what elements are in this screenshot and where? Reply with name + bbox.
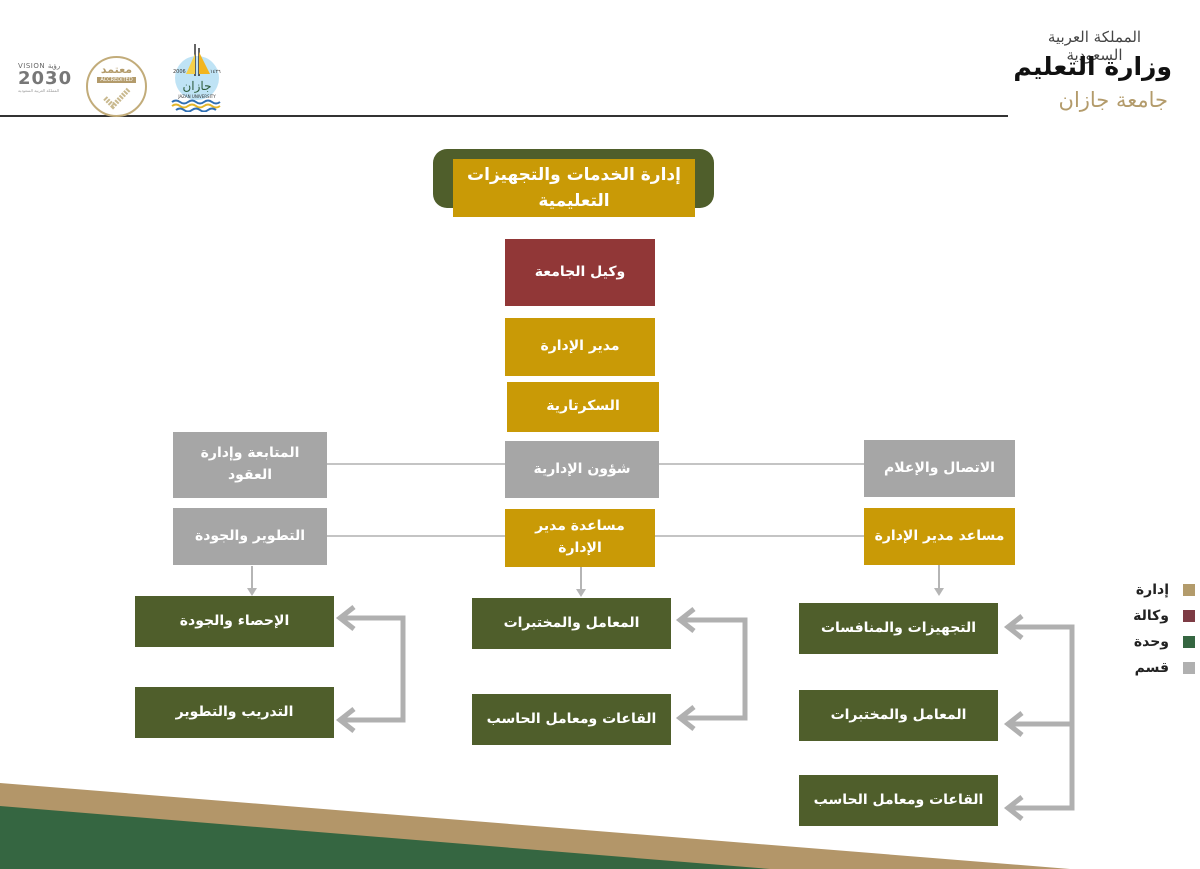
legend: إدارة وكالة وحدة قسم xyxy=(1115,577,1195,681)
vision-logo-number: 2030 xyxy=(18,68,73,89)
checkmark-icon xyxy=(102,87,131,110)
accredited-arabic: معتمد xyxy=(100,63,133,76)
legend-item-administration: إدارة xyxy=(1115,577,1195,603)
svg-text:جازان: جازان xyxy=(182,79,211,93)
node-director: مدير الإدارة xyxy=(505,318,655,376)
node-admin-affairs: شؤون الإدارية xyxy=(505,441,659,498)
node-assistant-director-male: مساعد مدير الإدارة xyxy=(864,508,1015,565)
legend-item-agency: وكالة xyxy=(1115,603,1195,629)
node-followup-contracts: المتابعة وإدارة العقود xyxy=(173,432,327,498)
accredited-english: ACCREDITED xyxy=(97,77,136,83)
legend-item-unit: وحدة xyxy=(1115,629,1195,655)
legend-item-section: قسم xyxy=(1115,655,1195,681)
legend-label: إدارة xyxy=(1135,582,1169,598)
legend-swatch xyxy=(1183,584,1195,596)
svg-text:2006: 2006 xyxy=(173,69,186,75)
ministry-crest-text: المملكة العربية السعودية xyxy=(1047,28,1142,64)
node-communication-media: الاتصال والإعلام xyxy=(864,440,1015,497)
ministry-name: وزارة التعليم xyxy=(1013,52,1172,81)
connector-line xyxy=(655,535,864,537)
vision-logo-label: VISION رؤية xyxy=(18,62,61,70)
arrow-down-icon xyxy=(247,588,257,596)
unit-statistics-quality: الإحصاء والجودة xyxy=(135,596,334,647)
chart-title: إدارة الخدمات والتجهيزات التعليمية xyxy=(453,159,695,217)
node-secretariat: السكرتارية xyxy=(507,382,659,432)
legend-label: قسم xyxy=(1134,660,1169,676)
connector-line xyxy=(580,567,582,591)
connector-line xyxy=(327,535,505,537)
connector-line xyxy=(659,463,864,465)
node-assistant-director-female: مساعدة مدير الإدارة xyxy=(505,509,655,567)
unit-halls-computer-labs-right: القاعات ومعامل الحاسب xyxy=(799,775,998,826)
arrow-down-icon xyxy=(576,589,586,597)
legend-label: وحدة xyxy=(1133,634,1169,650)
legend-swatch xyxy=(1183,636,1195,648)
svg-text:١٤٢٦: ١٤٢٦ xyxy=(210,69,221,75)
vision-2030-logo: VISION رؤية 2030 المملكة العربية السعودي… xyxy=(18,62,78,102)
svg-text:JAZAN UNIVERSITY: JAZAN UNIVERSITY xyxy=(177,94,216,99)
arrow-down-icon xyxy=(934,588,944,596)
unit-training-development: التدريب والتطوير xyxy=(135,687,334,738)
university-name: جامعة جازان xyxy=(1058,88,1168,112)
connector-line xyxy=(938,565,940,590)
node-vice-rector: وكيل الجامعة xyxy=(505,239,655,306)
vision-logo-sub: المملكة العربية السعودية xyxy=(18,88,60,93)
header-divider xyxy=(0,115,1008,117)
node-development-quality: التطوير والجودة xyxy=(173,508,327,565)
legend-swatch xyxy=(1183,610,1195,622)
legend-swatch xyxy=(1183,662,1195,674)
unit-halls-computer-labs: القاعات ومعامل الحاسب xyxy=(472,694,671,745)
connector-line xyxy=(251,566,253,590)
legend-label: وكالة xyxy=(1133,608,1169,624)
accredited-logo: معتمد ACCREDITED xyxy=(86,56,147,117)
jazan-university-logo: 2006 ١٤٢٦ جازان JAZAN UNIVERSITY xyxy=(171,44,221,112)
unit-labs: المعامل والمختبرات xyxy=(472,598,671,649)
unit-equipment-tenders: التجهيزات والمنافسات xyxy=(799,603,998,654)
connector-line xyxy=(327,463,505,465)
unit-labs-right: المعامل والمختبرات xyxy=(799,690,998,741)
